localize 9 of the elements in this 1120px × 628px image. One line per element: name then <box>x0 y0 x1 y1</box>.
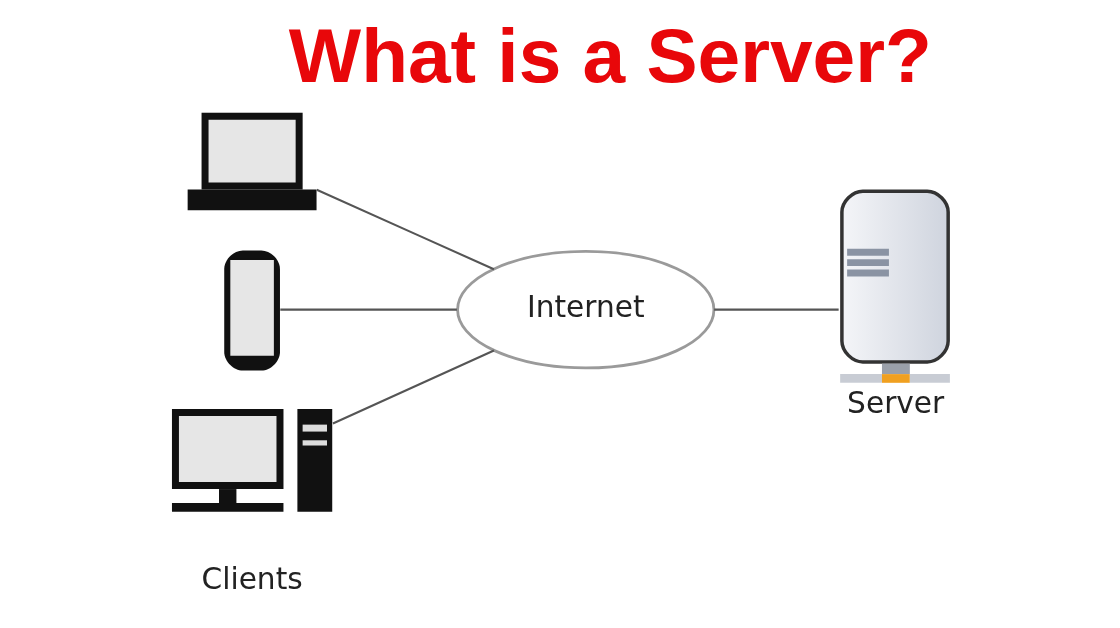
connector <box>713 308 839 311</box>
node-ellipse: Internet <box>455 249 715 370</box>
label: Clients <box>201 561 303 596</box>
connector <box>279 308 457 311</box>
connector <box>315 188 494 271</box>
diagram-title: What is a Server? <box>288 12 932 98</box>
node-picture <box>223 250 280 371</box>
connector <box>332 349 494 425</box>
node-label: Server <box>846 386 944 421</box>
